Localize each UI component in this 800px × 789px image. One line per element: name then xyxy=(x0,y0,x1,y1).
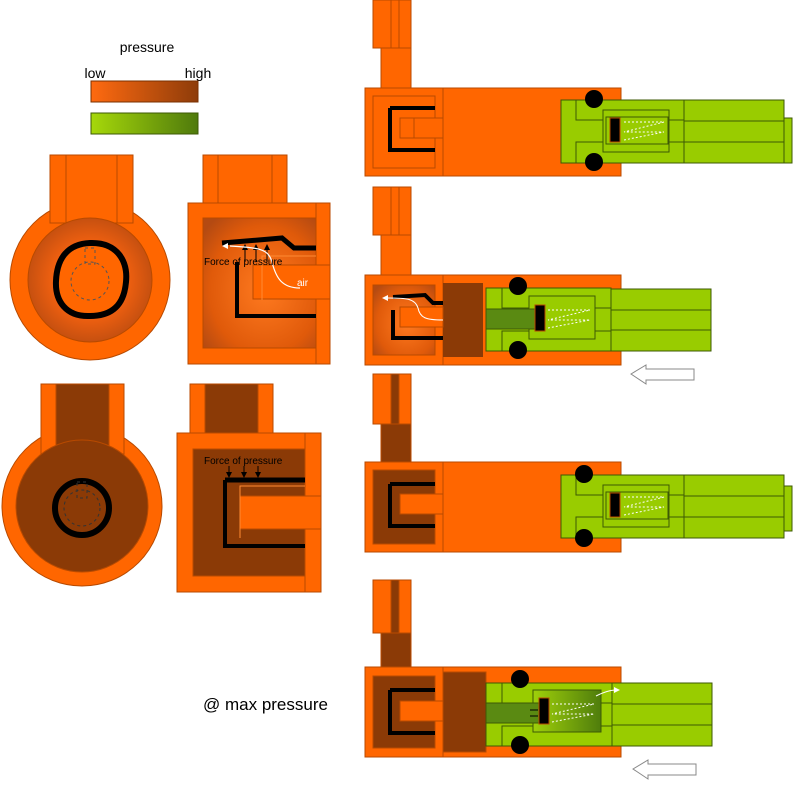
orange-pressure-scale xyxy=(90,80,199,103)
assembly-state-2 xyxy=(364,186,712,366)
max-pressure-label: @ max pressure xyxy=(203,695,328,714)
assembly-3-seals xyxy=(388,465,665,547)
push-arrow-1 xyxy=(630,364,695,385)
legend-low-label: low xyxy=(84,65,106,81)
legend-title: pressure xyxy=(120,39,175,55)
end-view-high xyxy=(1,383,163,587)
pressure-legend: pressure low high xyxy=(84,39,211,135)
assembly-state-4 xyxy=(364,579,713,758)
force-label-2: Force of pressure xyxy=(204,456,283,467)
force-arrows-down xyxy=(226,466,261,478)
assembly-4-seals xyxy=(388,670,620,754)
air-flow-arrowhead xyxy=(222,243,228,249)
side-view-high xyxy=(176,383,322,593)
force-label-1: Force of pressure xyxy=(204,257,283,268)
assembly-1-seals xyxy=(388,90,665,171)
end-view-low xyxy=(9,154,171,361)
assembly-2-seals xyxy=(382,277,591,359)
legend-high-label: high xyxy=(185,65,211,81)
push-arrow-2 xyxy=(632,759,697,780)
air-flow-line-1 xyxy=(229,245,301,289)
air-label: air xyxy=(297,278,309,289)
green-pressure-scale xyxy=(90,112,199,135)
side-view-low xyxy=(187,154,331,365)
